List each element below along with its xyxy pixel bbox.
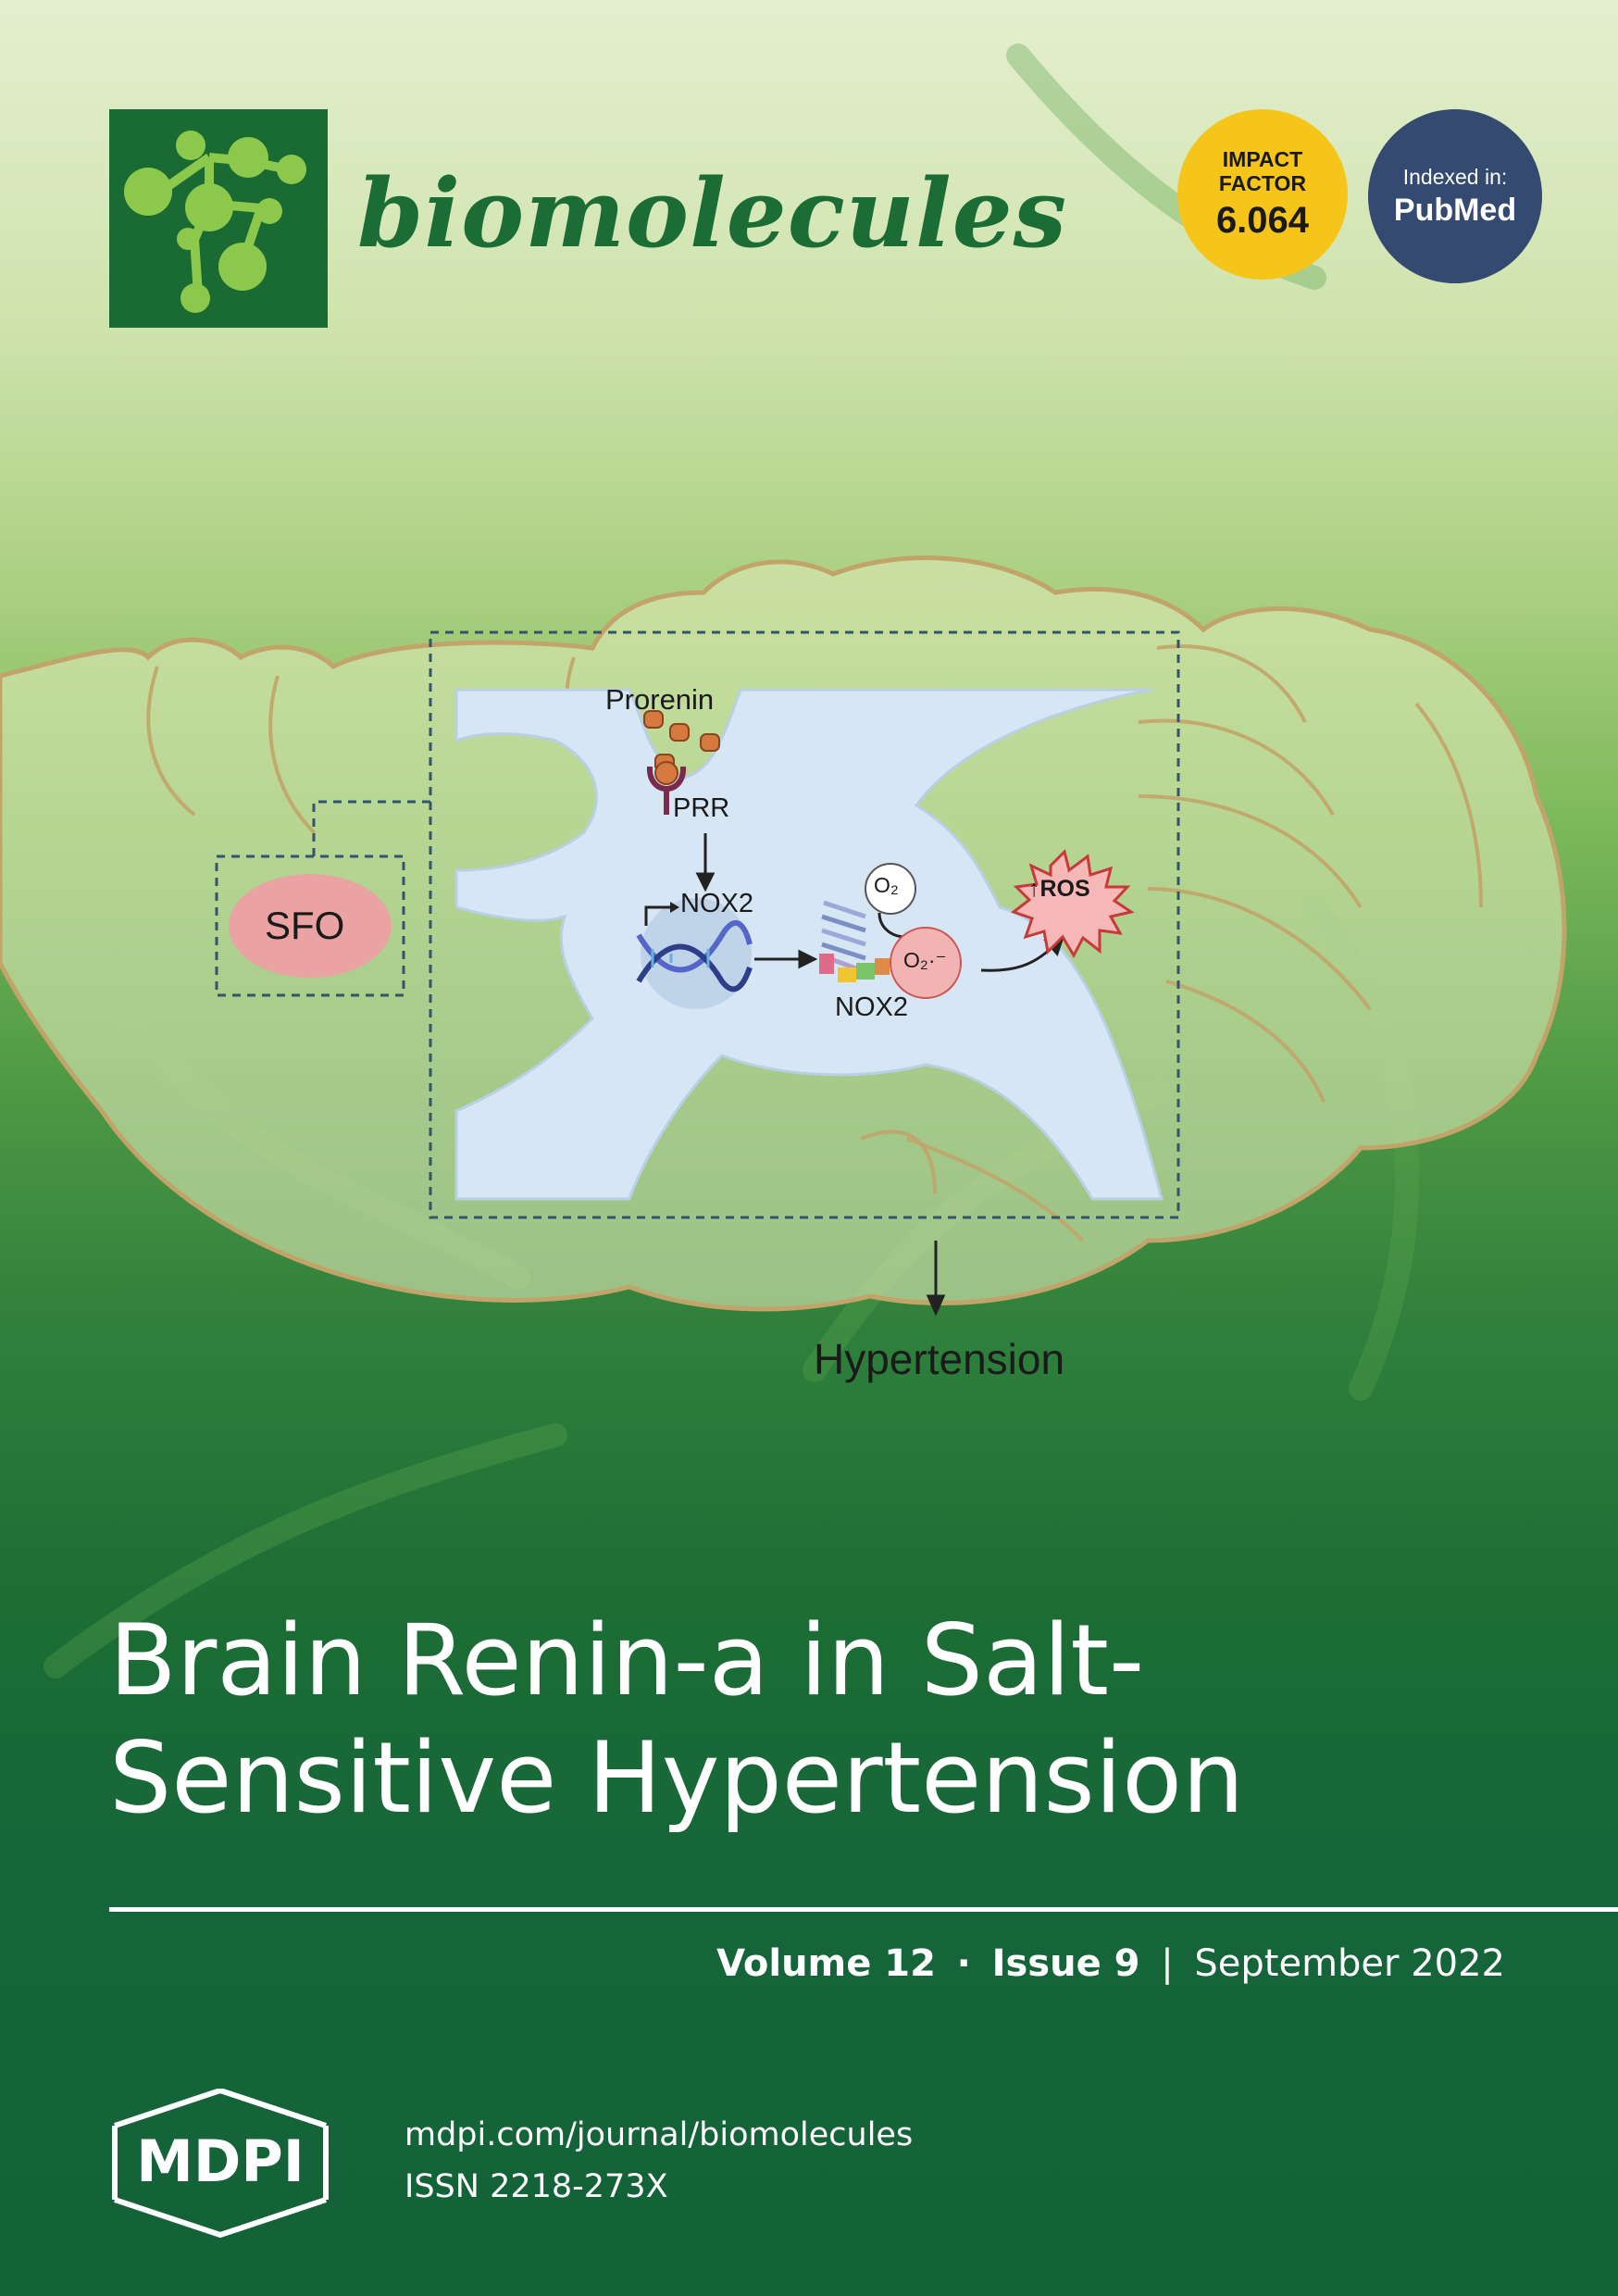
volume-label: Volume 12 xyxy=(716,1942,936,1985)
impact-factor-label-1: IMPACT xyxy=(1222,147,1303,171)
impact-factor-value: 6.064 xyxy=(1215,200,1310,241)
label-sfo: SFO xyxy=(265,904,345,947)
title-divider xyxy=(109,1907,1618,1912)
promoter-arrow-icon xyxy=(644,905,674,926)
issue-label: Issue 9 xyxy=(991,1942,1140,1985)
prr-receptor xyxy=(646,761,687,815)
callout-box xyxy=(429,630,1180,1219)
sfo-ellipse xyxy=(229,874,392,978)
molecule-logo-overlay xyxy=(124,131,306,313)
journal-url[interactable]: mdpi.com/journal/biomolecules xyxy=(404,2116,914,2153)
label-nox2-protein: NOX2 xyxy=(835,992,908,1022)
pubmed-badge: Indexed in: PubMed xyxy=(1368,109,1542,283)
neuron-cell xyxy=(454,688,1164,1201)
label-ros-text: ROS xyxy=(1039,876,1090,902)
bar-separator: | xyxy=(1161,1942,1174,1985)
mdpi-logo-text: MDPI xyxy=(136,2128,305,2195)
indexed-service: PubMed xyxy=(1393,193,1517,228)
up-arrow-icon: ↑ xyxy=(1028,876,1040,902)
mdpi-logo: MDPI xyxy=(112,2089,329,2239)
indexed-label: Indexed in: xyxy=(1402,165,1508,189)
label-ros: ↑ROS xyxy=(1028,876,1090,903)
label-prr: PRR xyxy=(673,793,730,823)
label-hypertension: Hypertension xyxy=(814,1335,1065,1383)
label-nox2-gene: NOX2 xyxy=(680,889,753,918)
issue-info: Volume 12 · Issue 9 | September 2022 xyxy=(716,1942,1505,1985)
issn: ISSN 2218-273X xyxy=(404,2168,668,2205)
nox2-protein-icon xyxy=(819,900,890,982)
article-title-line-2: Sensitive Hypertension xyxy=(109,1721,1245,1836)
impact-factor-label-2: FACTOR xyxy=(1218,171,1307,195)
label-o2: O₂ xyxy=(874,873,899,897)
label-superoxide: O₂·⁻ xyxy=(903,948,947,972)
sfo-box xyxy=(215,855,405,997)
callout-connector xyxy=(312,800,430,856)
ros-starburst xyxy=(1010,849,1135,959)
superoxide-circle xyxy=(890,927,962,999)
article-title-line-1: Brain Renin-a in Salt- xyxy=(109,1603,1145,1717)
label-prorenin: Prorenin xyxy=(605,683,715,716)
issue-date: September 2022 xyxy=(1194,1942,1505,1985)
journal-title: biomolecules xyxy=(357,158,1068,269)
article-title: Brain Renin-a in Salt- Sensitive Hyperte… xyxy=(109,1602,1553,1837)
impact-factor-badge: IMPACT FACTOR 6.064 xyxy=(1177,109,1348,280)
o2-circle xyxy=(865,863,916,915)
dna-icon xyxy=(636,920,753,992)
dot-separator: · xyxy=(956,1942,971,1985)
